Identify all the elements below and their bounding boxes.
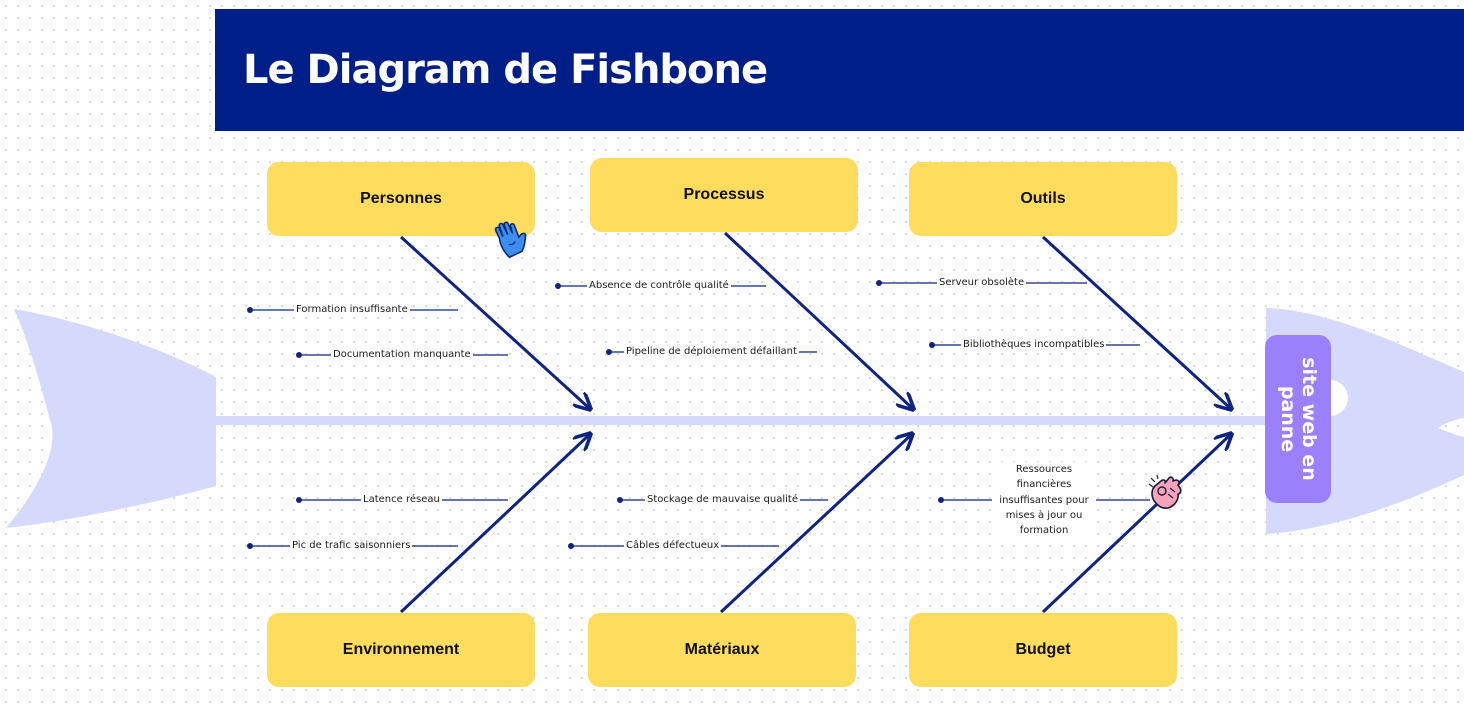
effect-box[interactable]: site web en panne [1265, 335, 1331, 503]
branch-dot [929, 342, 935, 348]
branch-dot [296, 497, 302, 503]
branch-dot [247, 543, 253, 549]
branch-dot [555, 283, 561, 289]
cause-label[interactable]: Absence de contrôle qualité [587, 280, 731, 292]
bone-processus [723, 231, 912, 408]
fish-spine [216, 416, 1266, 425]
bone-budget [1041, 435, 1230, 614]
cause-label[interactable]: Bibliothèques incompatibles [961, 339, 1107, 351]
branch-dot [617, 497, 623, 503]
category-processus[interactable]: Processus [590, 158, 858, 232]
page-title: Le Diagram de Fishbone [243, 47, 768, 93]
cause-label[interactable]: Pic de trafic saisonniers [290, 540, 413, 552]
category-environnement[interactable]: Environnement [267, 613, 535, 687]
cause-label[interactable]: Pipeline de déploiement défaillant [624, 346, 799, 358]
bone-environnement [399, 435, 589, 614]
title-banner: Le Diagram de Fishbone [215, 9, 1464, 131]
cause-label[interactable]: Ressources financières insuffisantes pou… [992, 462, 1096, 539]
branch-dot [606, 349, 612, 355]
ok-hand-icon [1148, 474, 1182, 509]
branch-dot [938, 497, 944, 503]
category-outils[interactable]: Outils [909, 162, 1177, 236]
cause-label[interactable]: Latence réseau [361, 494, 442, 506]
bone-personnes [399, 235, 589, 408]
branch-dot [296, 352, 302, 358]
bone-materiaux [719, 435, 911, 614]
fish-tail [6, 309, 216, 528]
cause-label[interactable]: Documentation manquante [331, 349, 473, 361]
category-budget[interactable]: Budget [909, 613, 1177, 687]
branch-dot [247, 307, 253, 313]
cause-label[interactable]: Formation insuffisante [294, 304, 410, 316]
category-materiaux[interactable]: Matériaux [588, 613, 856, 687]
cause-label[interactable]: Stockage de mauvaise qualité [645, 494, 801, 506]
category-personnes[interactable]: Personnes [267, 162, 535, 236]
cause-label[interactable]: Câbles défectueux [624, 540, 722, 552]
branch-dot [876, 280, 882, 286]
effect-label: site web en panne [1277, 357, 1320, 481]
raised-hand-icon [494, 221, 527, 259]
cause-label[interactable]: Serveur obsolète [937, 277, 1027, 289]
branch-dot [568, 543, 574, 549]
bone-outils [1041, 235, 1230, 408]
